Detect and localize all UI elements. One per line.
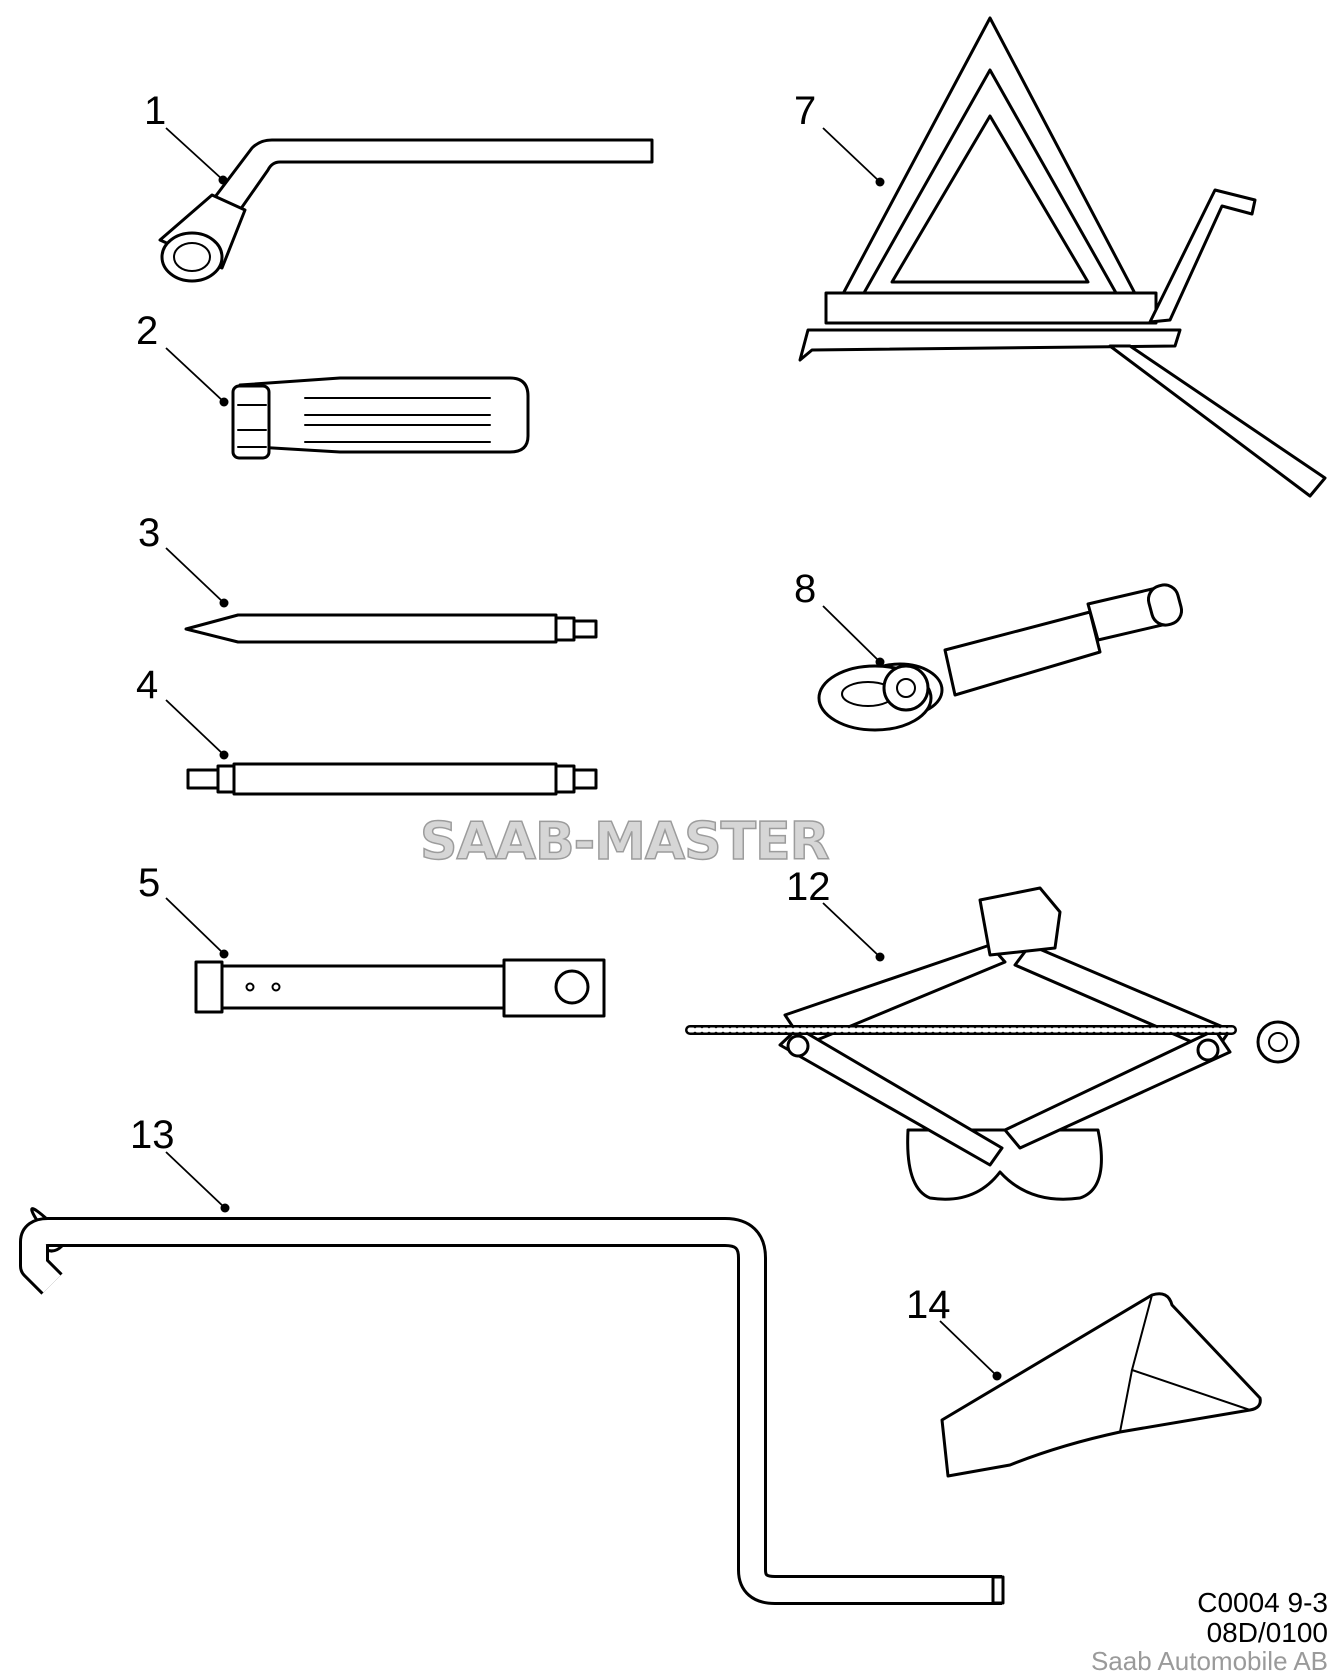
callout-13: 13 [130,1113,175,1157]
extension-socket [194,958,606,1018]
callout-14: 14 [906,1283,951,1327]
reference-code: C0004 9-3 [1197,1587,1328,1618]
wheel-chock [940,1292,1262,1478]
watermark: SAAB-MASTER [419,811,830,873]
callout-labels: 1 2 3 4 5 7 8 12 13 14 [130,89,951,1327]
callout-12: 12 [786,865,831,909]
bit-hex [186,762,598,796]
scissor-jack [685,886,1300,1201]
bit-flat [184,613,598,644]
jack-crank-handle [19,1207,1005,1605]
screwdriver-handle [231,376,530,460]
reference-number: 08D/0100 [1206,1617,1328,1648]
callout-1: 1 [144,89,166,133]
callout-2: 2 [136,309,158,353]
callout-4: 4 [136,663,158,707]
maker-credit: Saab Automobile AB [1090,1646,1328,1676]
warning-triangle [798,16,1327,498]
callout-3: 3 [138,511,160,555]
callout-5: 5 [138,861,160,905]
wheel-brace [158,138,654,283]
leader-lines [165,127,1002,1381]
callout-7: 7 [794,89,816,133]
towing-eye [817,583,1184,732]
callout-8: 8 [794,567,816,611]
